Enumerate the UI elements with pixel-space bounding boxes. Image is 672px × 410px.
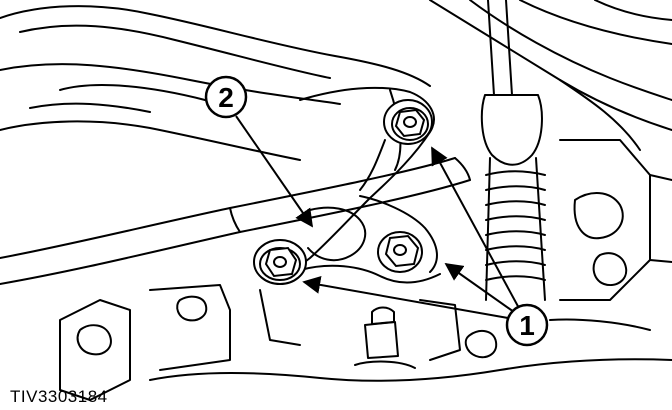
nut-center — [377, 231, 423, 273]
nut-lower-left — [253, 239, 307, 285]
svg-text:1: 1 — [519, 310, 535, 341]
figure-code: TIV3303184 — [10, 387, 108, 406]
callout-2: 2 — [204, 75, 248, 119]
callout-leaders — [235, 115, 521, 319]
nut-upper-right — [383, 99, 433, 145]
callout-1: 1 — [505, 303, 549, 347]
leader-2-arrow — [235, 115, 314, 228]
svg-text:2: 2 — [218, 82, 234, 113]
leader-1-arrow-middle — [444, 262, 515, 313]
leader-1-arrow-lower — [302, 275, 509, 319]
engine-line-art — [0, 0, 672, 401]
leader-1-arrow-upper — [431, 146, 521, 311]
